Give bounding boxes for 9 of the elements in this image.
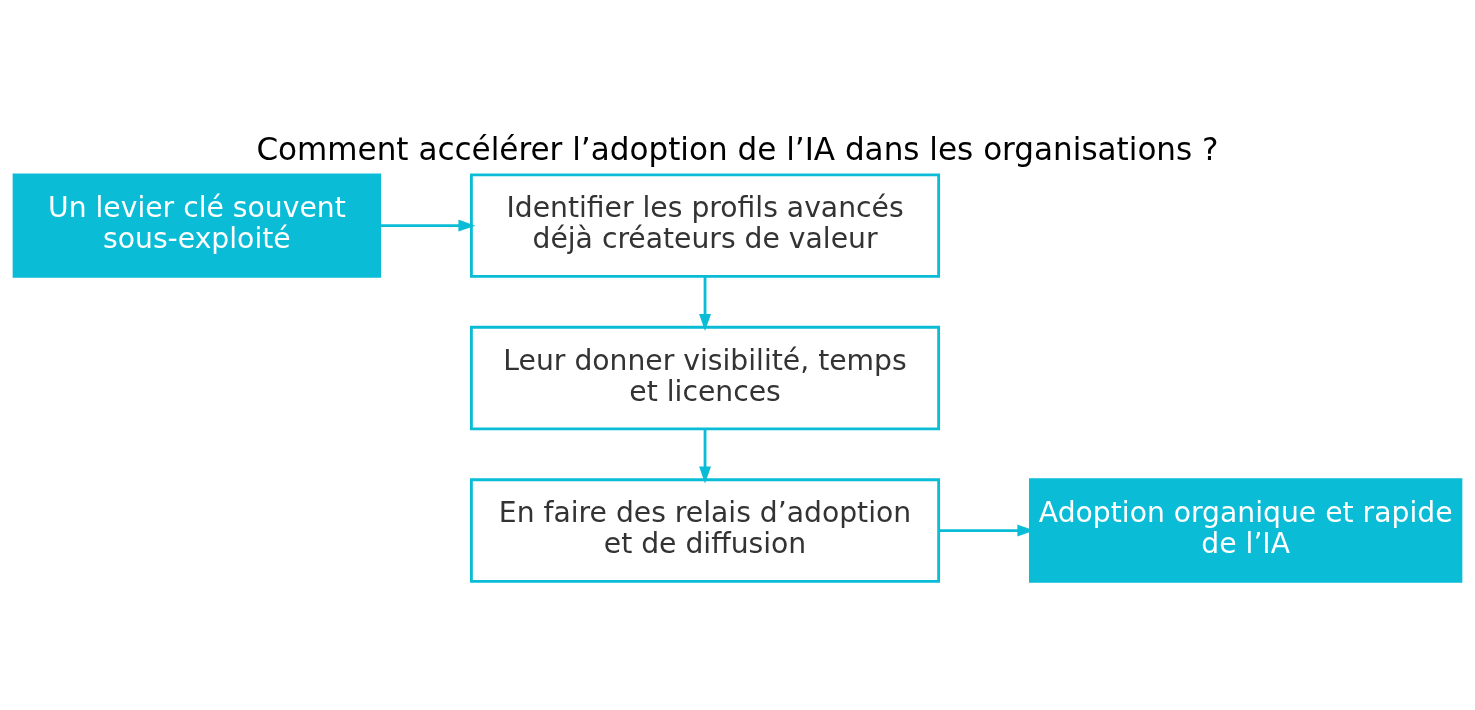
arrow <box>699 276 711 331</box>
arrow <box>699 428 711 483</box>
node-box: Un levier clé souvent sous-exploité <box>12 172 382 278</box>
node-box: Identifier les profils avancés déjà créateurs de valeur <box>470 172 941 278</box>
diagram-title: Comment accélérer l’adoption de l’IA dans les organisations ? <box>256 130 1219 167</box>
arrow <box>379 219 476 232</box>
node-box: En faire des relais d’adoption et de diffusion <box>470 477 941 583</box>
node-box: Adoption organique et rapide de l’IA <box>1029 477 1463 583</box>
node-box: Leur donner visibilité, temps et licences <box>470 325 941 430</box>
